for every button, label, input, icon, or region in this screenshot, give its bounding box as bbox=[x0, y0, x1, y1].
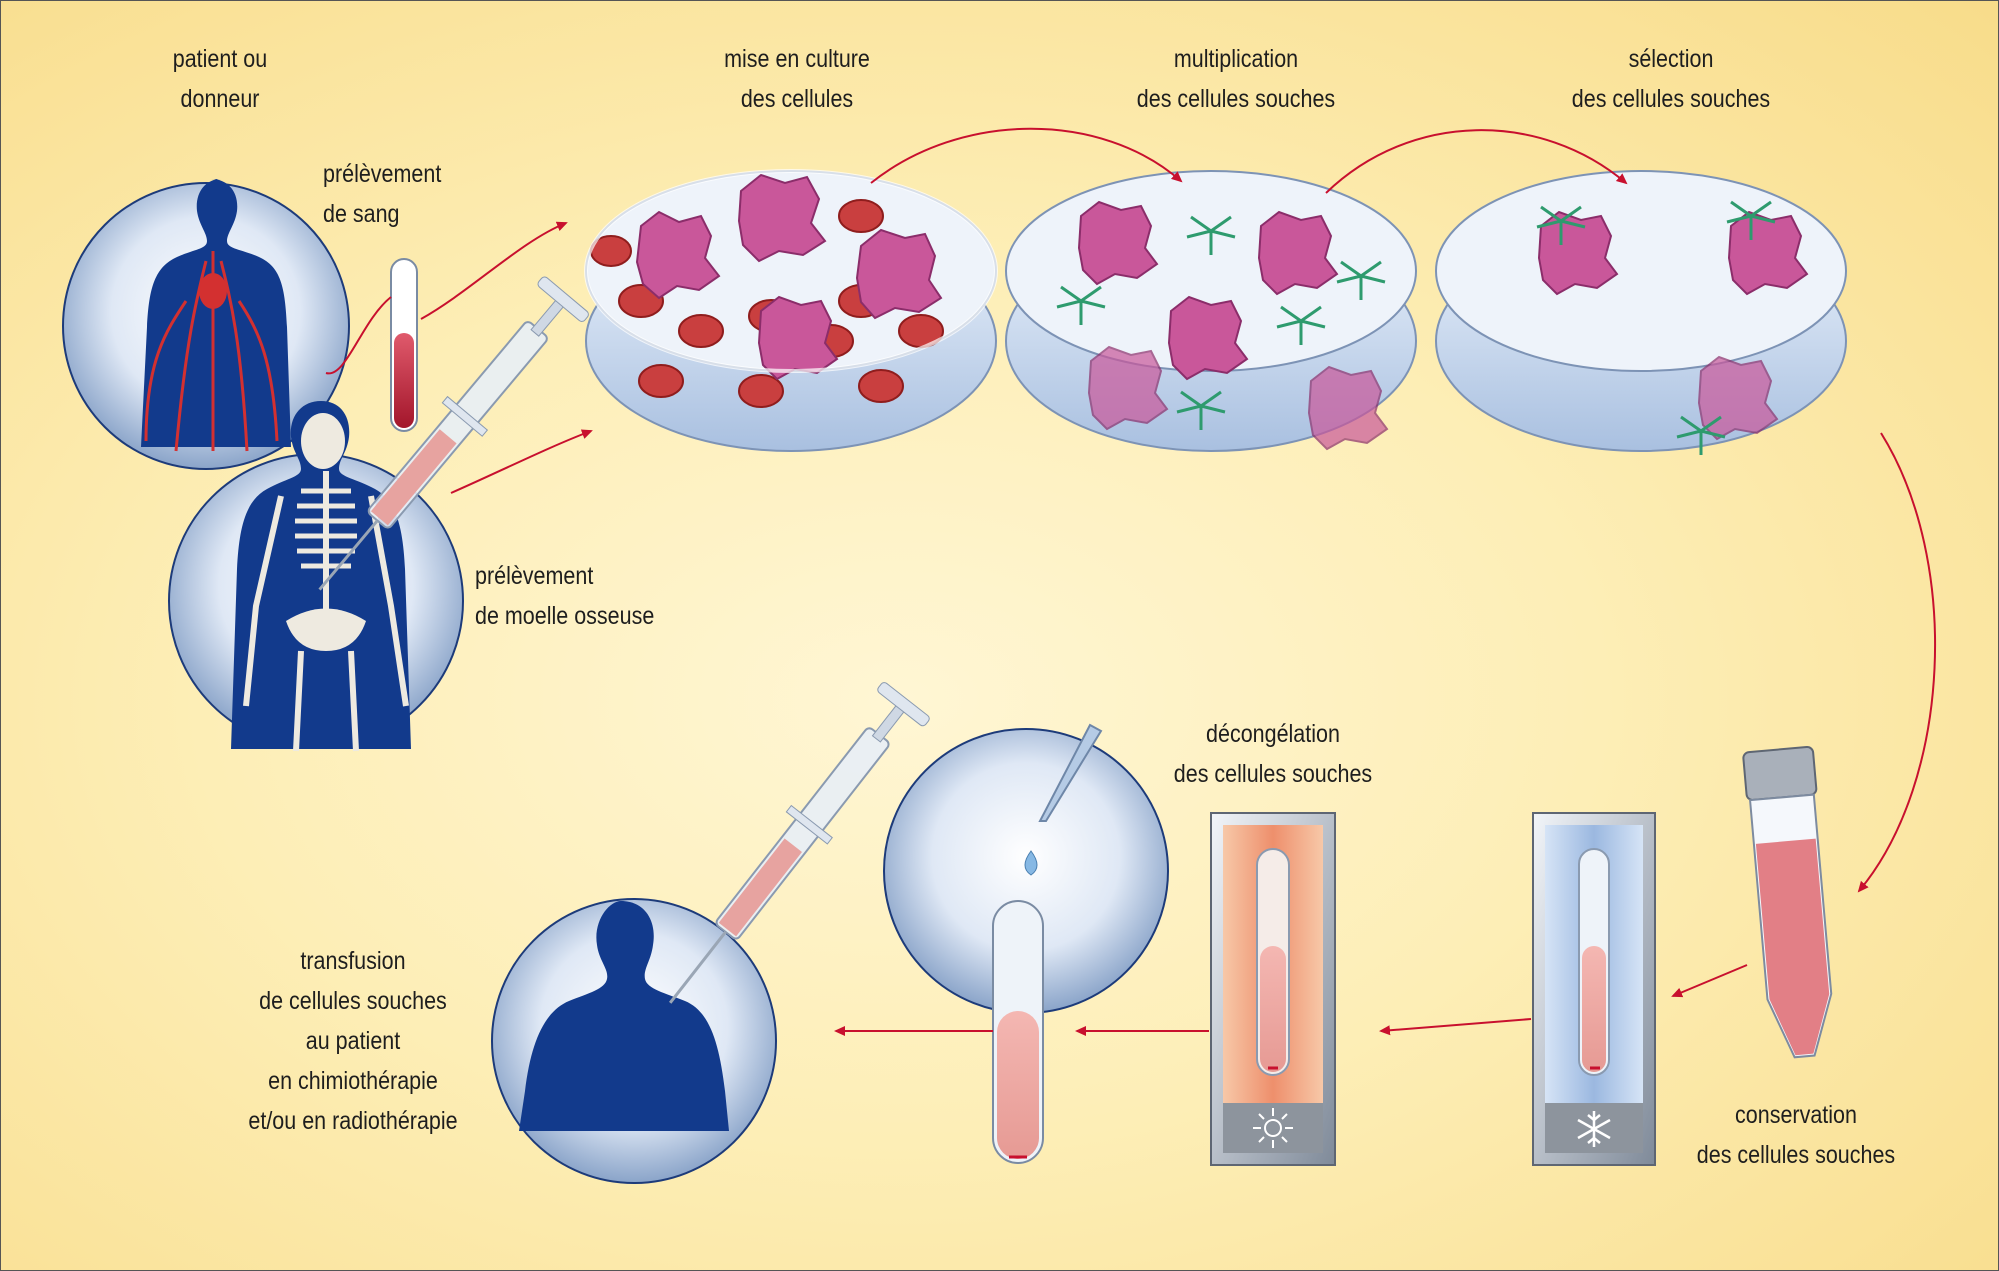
culture-dish bbox=[584, 169, 998, 452]
label-conservation: conservation des cellules souches bbox=[1667, 1095, 1925, 1175]
arrow-storage-to-freezer bbox=[1671, 964, 1748, 998]
sun-icon bbox=[1253, 1108, 1293, 1148]
label-sang-line-2: de sang bbox=[323, 200, 400, 228]
label-decongelation-line-1: décongélation bbox=[1206, 720, 1340, 748]
arrow-sang-to-culture bbox=[420, 221, 568, 320]
snowflake-icon bbox=[1577, 1111, 1611, 1147]
label-patient-line-1: patient ou bbox=[172, 45, 268, 73]
label-multiplication: multiplication des cellules souches bbox=[1107, 39, 1365, 119]
label-moelle-line-1: prélèvement bbox=[475, 562, 594, 590]
label-patient-donor: patient ou donneur bbox=[134, 39, 306, 119]
pipette-bubble bbox=[883, 723, 1169, 1014]
label-selection-line-2: des cellules souches bbox=[1571, 85, 1771, 113]
blood-sample-tube bbox=[325, 258, 418, 432]
label-transfusion-line-1: transfusion bbox=[300, 947, 406, 975]
label-selection-line-1: sélection bbox=[1628, 45, 1714, 73]
label-thawing: décongélation des cellules souches bbox=[1144, 714, 1402, 794]
thawing-panel bbox=[1210, 812, 1336, 1166]
label-multiplication-line-2: des cellules souches bbox=[1136, 85, 1336, 113]
arrow-moelle-to-culture bbox=[450, 429, 593, 494]
arrow-selection-to-storage bbox=[1857, 432, 1936, 893]
label-culture: mise en culture des cellules bbox=[690, 39, 905, 119]
selection-dish bbox=[1435, 170, 1847, 455]
label-culture-line-2: des cellules bbox=[740, 85, 854, 113]
label-culture-line-1: mise en culture bbox=[724, 45, 870, 73]
label-transfusion-line-5: et/ou en radiothérapie bbox=[248, 1107, 458, 1135]
label-selection: sélection des cellules souches bbox=[1542, 39, 1800, 119]
label-patient-line-2: donneur bbox=[180, 85, 260, 113]
freezing-panel bbox=[1532, 812, 1656, 1166]
label-bone-marrow-sampling: prélèvement de moelle osseuse bbox=[475, 556, 681, 636]
label-multiplication-line-1: multiplication bbox=[1173, 45, 1299, 73]
label-sang-line-1: prélèvement bbox=[323, 160, 442, 188]
arrow-freezer-to-thaw bbox=[1379, 1018, 1532, 1036]
storage-tube bbox=[1742, 746, 1833, 1059]
label-blood-sampling: prélèvement de sang bbox=[323, 154, 478, 234]
label-transfusion-line-2: de cellules souches bbox=[259, 987, 447, 1015]
patient-skeleton-illustration bbox=[168, 401, 464, 752]
label-conservation-line-1: conservation bbox=[1735, 1101, 1857, 1129]
label-decongelation-line-2: des cellules souches bbox=[1173, 760, 1373, 788]
label-conservation-line-2: des cellules souches bbox=[1696, 1141, 1896, 1169]
thawed-sample-tube bbox=[992, 900, 1044, 1164]
label-transfusion-line-3: au patient bbox=[305, 1027, 401, 1055]
multiplication-dish bbox=[1005, 170, 1417, 452]
recipient-patient-illustration bbox=[491, 898, 777, 1184]
process-arrows bbox=[420, 127, 1936, 1036]
arrow-multiplication-to-selection bbox=[1325, 129, 1628, 194]
patient-circulation-illustration bbox=[62, 179, 350, 470]
bone-marrow-syringe bbox=[318, 276, 589, 591]
label-transfusion: transfusion de cellules souches au patie… bbox=[224, 941, 482, 1141]
label-moelle-line-2: de moelle osseuse bbox=[475, 602, 655, 630]
label-transfusion-line-4: en chimiothérapie bbox=[268, 1067, 438, 1095]
transfusion-syringe bbox=[668, 682, 930, 1004]
arrow-culture-to-multiplication bbox=[870, 127, 1183, 184]
